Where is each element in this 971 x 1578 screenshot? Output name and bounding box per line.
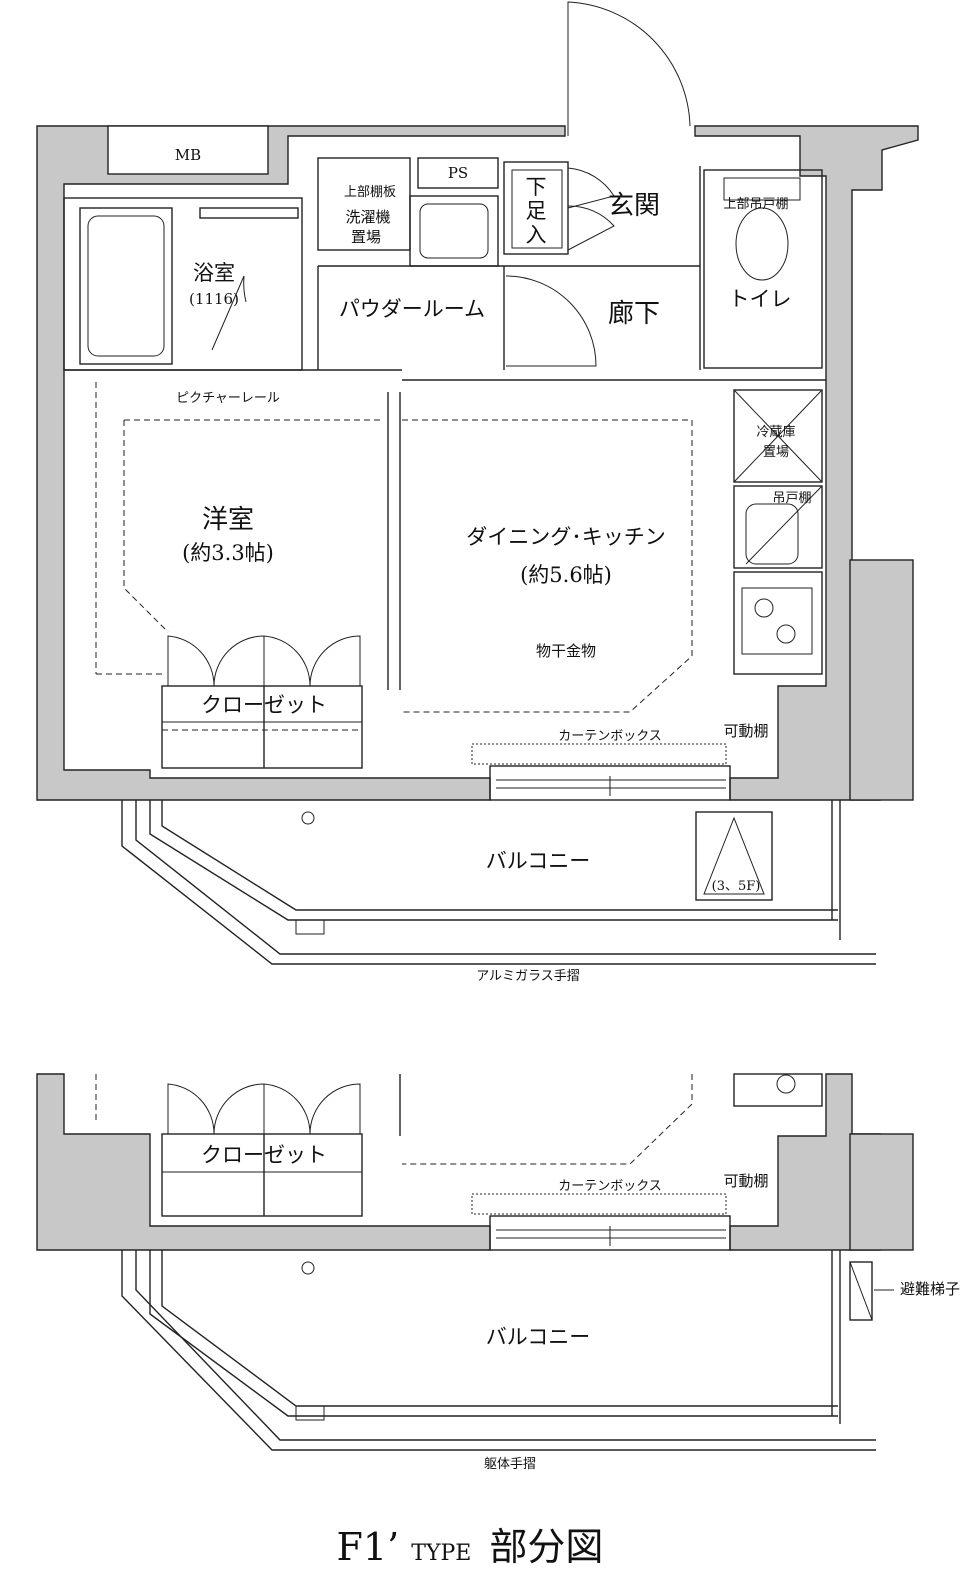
washer-label-2: 置場 xyxy=(351,228,381,246)
window xyxy=(489,765,731,801)
drying-hardware-label: 物干金物 xyxy=(536,642,596,660)
floors-note-label: (3、5F) xyxy=(712,879,761,894)
plan-title-type: TYPE xyxy=(411,1541,471,1566)
lower-interior xyxy=(95,1073,823,1251)
toilet-shelf-label: 上部吊戸棚 xyxy=(723,197,788,212)
plan-title-suffix: 部分図 xyxy=(489,1525,603,1569)
movable-shelf-label-2: 可動棚 xyxy=(723,1172,768,1190)
western-size-label: (約3.3帖) xyxy=(182,541,274,565)
curtain-box-label: カーテンボックス xyxy=(558,729,662,744)
fridge-label-1: 冷蔵庫 xyxy=(756,425,795,440)
door-swings xyxy=(167,1,691,687)
balcony-label: バルコニー xyxy=(486,849,591,873)
escape-ladder-label: 避難梯子 xyxy=(900,1280,960,1298)
shoe-storage-label-3: 入 xyxy=(526,223,547,247)
curtain-box-label-2: カーテンボックス xyxy=(558,1179,662,1194)
hallway-label: 廊下 xyxy=(608,299,660,329)
picture-rail-label: ピクチャーレール xyxy=(176,391,280,406)
dk-label: ダイニング･キッチン xyxy=(466,525,666,549)
plan-title-main: F1’ xyxy=(337,1525,400,1569)
bathroom-label: 浴室 xyxy=(193,261,235,285)
closet-label: クローゼット xyxy=(201,693,327,717)
shoe-storage-label-1: 下 xyxy=(526,175,547,199)
entrance-label: 玄関 xyxy=(608,191,660,221)
mb-label: MB xyxy=(175,146,201,164)
lower-balcony-outline xyxy=(121,1250,894,1451)
lower-walls xyxy=(36,1073,914,1251)
fridge-label-2: 置場 xyxy=(763,445,789,460)
alu-handrail-label: アルミガラス手摺 xyxy=(476,969,580,984)
movable-shelf-label: 可動棚 xyxy=(723,722,768,740)
bath-size-label: (1116) xyxy=(189,290,239,308)
upper-shelf-label: 上部棚板 xyxy=(344,185,396,200)
dashed-lines xyxy=(95,382,727,765)
exterior-walls xyxy=(36,125,919,801)
closet-label-2: クローゼット xyxy=(201,1143,327,1167)
balcony-outline xyxy=(121,800,876,965)
hanging-cabinet-label: 吊戸棚 xyxy=(772,491,811,506)
washer-label-1: 洗濯機 xyxy=(345,208,390,226)
dk-size-label: (約5.6帖) xyxy=(520,563,612,587)
ps-label: PS xyxy=(448,164,468,182)
interior-walls xyxy=(63,157,826,769)
toilet-label: トイレ xyxy=(729,287,792,311)
plan-title: F1’ TYPE 部分図 xyxy=(337,1525,604,1569)
western-room-label: 洋室 xyxy=(202,505,254,535)
body-handrail-label: 躯体手摺 xyxy=(484,1456,536,1472)
powder-room-label: パウダールーム xyxy=(339,297,485,321)
shoe-storage-label-2: 足 xyxy=(526,199,547,223)
balcony-label-2: バルコニー xyxy=(486,1325,591,1349)
